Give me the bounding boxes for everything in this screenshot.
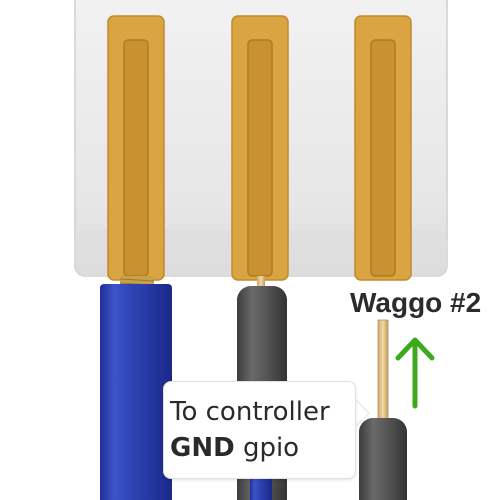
clamp-right: [354, 15, 412, 281]
callout-line-1: To controller: [170, 397, 330, 427]
clamp-middle: [231, 15, 289, 281]
callout-gnd-text: GND: [170, 433, 235, 463]
callout-line-2: GND gpio: [170, 430, 355, 466]
black-wire-right: [359, 319, 407, 500]
clamp-left: [107, 15, 165, 281]
blue-wire: [100, 276, 172, 500]
up-arrow-icon: [395, 337, 435, 409]
callout-box: To controller GND gpio: [163, 381, 356, 479]
connector-label: Waggo #2: [350, 287, 482, 318]
callout-gpio-text: gpio: [234, 433, 300, 463]
